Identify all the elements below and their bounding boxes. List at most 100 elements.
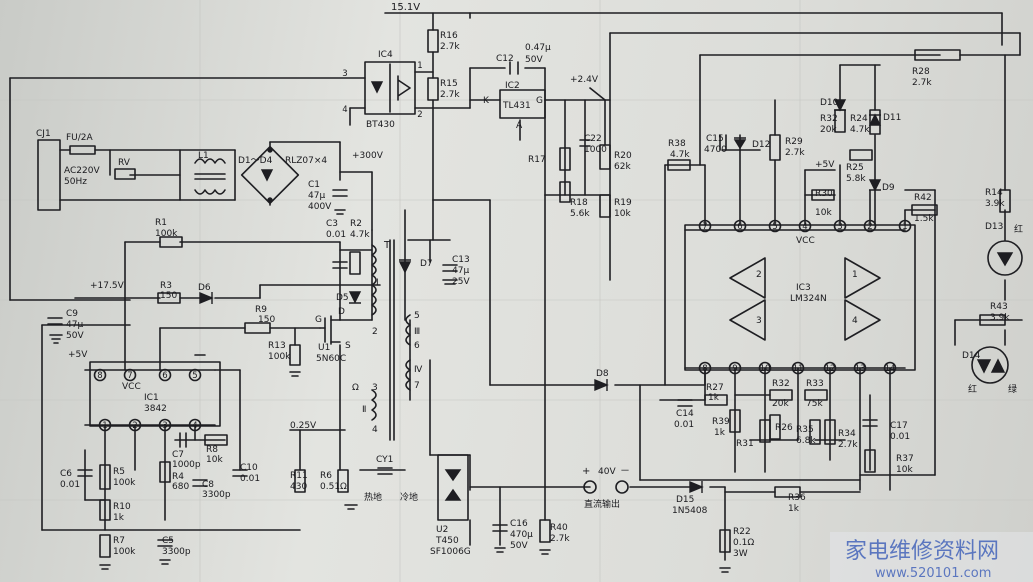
label-source: S	[345, 341, 351, 351]
label-tl431: TL431	[502, 101, 531, 111]
label-winding-3: Ⅲ	[414, 327, 420, 337]
mosfet-u1	[319, 315, 341, 345]
label-ic1-value: 3842	[144, 404, 167, 414]
resistor-r17	[559, 147, 571, 171]
label-r11-value: 430	[290, 482, 307, 492]
label-r32-bottom-value: 20k	[772, 399, 789, 409]
label-ic2: IC2	[505, 81, 520, 91]
capacitor-c1	[332, 189, 348, 197]
label-r39: R39	[712, 417, 730, 427]
label-r19: R19	[614, 198, 632, 208]
label-d13: D13	[985, 222, 1003, 232]
label-r9: R9	[255, 305, 267, 315]
resistor-r3	[157, 292, 181, 304]
label-r24: R24	[850, 114, 868, 124]
label-minus: －	[620, 466, 630, 477]
label-r1-value: 100k	[155, 229, 178, 239]
label-c12-value: 0.47μ	[525, 43, 551, 53]
label-r22-power: 3W	[733, 549, 748, 559]
label-r37-value: 10k	[896, 465, 913, 475]
label-r38: R38	[668, 139, 686, 149]
label-c12: C12	[496, 54, 514, 64]
label-u1-value: 5N60C	[316, 354, 346, 364]
pin-label: 7	[702, 222, 707, 232]
label-c13-value: 47μ	[452, 266, 469, 276]
label-rlz07: RLZ07×4	[285, 156, 327, 166]
label-r7-value: 100k	[113, 547, 136, 557]
resistor-r14	[999, 189, 1011, 213]
pin-label: 10	[760, 364, 771, 374]
pin-label: 3	[162, 421, 167, 431]
label-r4-value: 680	[172, 482, 189, 492]
label-r31: R31	[736, 439, 754, 449]
label-r17: R17	[528, 155, 546, 165]
resistor-r18	[559, 181, 571, 203]
label-c9-value: 47μ	[66, 320, 83, 330]
capacitor-c17	[862, 419, 878, 427]
label-r33-value: 75k	[806, 399, 823, 409]
components	[47, 29, 1023, 573]
label-r27: R27	[706, 383, 724, 393]
opamp-2	[729, 257, 766, 299]
label-c10-value: 0.01	[240, 474, 260, 484]
label-red-2: 红	[968, 383, 977, 395]
resistor-r35	[809, 419, 821, 445]
diode-d11	[868, 113, 882, 126]
label-ac220v: AC220V	[64, 166, 100, 176]
label-r10-value: 1k	[113, 513, 125, 523]
pin-label: 1	[102, 421, 107, 431]
label-ic4: IC4	[378, 50, 393, 60]
label-r37: R37	[896, 454, 914, 464]
label-5v: +5V	[68, 350, 88, 360]
label-r22-value: 0.1Ω	[733, 538, 754, 548]
label-r39-value: 1k	[714, 428, 726, 438]
pin-label: 6	[414, 341, 420, 351]
capacitor-c8	[192, 479, 208, 487]
capacitor-c5	[157, 539, 173, 547]
label-r5-value: 100k	[113, 478, 136, 488]
label-red-1: 红	[1014, 223, 1023, 235]
resistor-r24	[869, 109, 881, 135]
label-r11: R11	[290, 471, 308, 481]
label-winding-1: Ⅰ	[376, 278, 379, 288]
pin-label: 6	[162, 371, 167, 381]
label-r43-value: 3.9k	[990, 313, 1010, 323]
opamp-3	[729, 299, 766, 341]
label-d14: D14	[962, 351, 981, 361]
label-r32-top-value: 20k	[820, 125, 837, 135]
label-gate: G	[315, 315, 322, 325]
label-winding-4: Ⅳ	[414, 365, 423, 375]
resistor-r15	[427, 77, 439, 101]
watermark-title: 家电维修资料网	[845, 539, 999, 564]
label-r5: R5	[113, 467, 125, 477]
label-c10: C10	[240, 463, 258, 473]
opamp-4	[844, 299, 881, 341]
diode-d8	[594, 378, 609, 392]
pin-label: 13	[855, 364, 866, 374]
label-r10: R10	[113, 502, 131, 512]
label-r3-value: 150	[160, 291, 177, 301]
label-r2: R2	[350, 219, 362, 229]
opamp-label: 2	[756, 270, 762, 280]
capacitor-c14	[677, 399, 693, 407]
pin-label: 14	[885, 364, 896, 374]
optocoupler-ic4	[364, 61, 416, 115]
resistor-r13	[289, 344, 301, 366]
label-c17: C17	[890, 421, 908, 431]
pin-label: 1	[417, 61, 422, 71]
label-d15: D15	[676, 495, 694, 505]
label-r34: R34	[838, 429, 856, 439]
label-r32-bottom: R32	[772, 379, 790, 389]
resistor-r37	[864, 449, 876, 473]
label-d6: D6	[198, 283, 211, 293]
capacitor-c10	[232, 469, 248, 477]
pin-label: 7	[127, 371, 132, 381]
label-r13: R13	[268, 341, 286, 351]
pin-label: 8	[702, 364, 707, 374]
label-r6: R6	[320, 471, 332, 481]
diode-d7	[398, 259, 412, 274]
label-c5: C5	[162, 536, 174, 546]
label-g: G	[536, 96, 543, 106]
label-c3: C3	[326, 219, 338, 229]
resistor-r2	[349, 251, 361, 275]
